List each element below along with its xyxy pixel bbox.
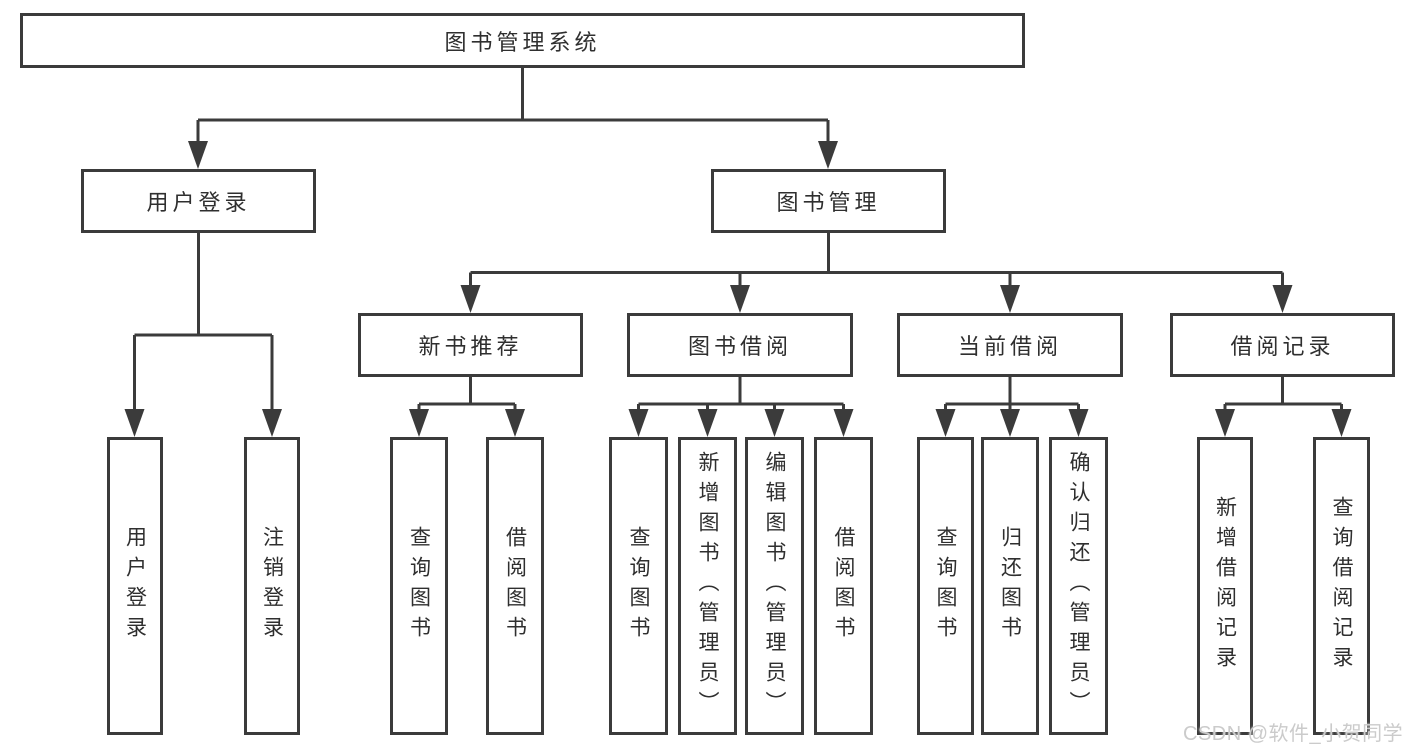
leaf-cb-return-books: 归还图书 — [981, 437, 1039, 735]
leaf-cb-confirm-return-admin: 确认归还（管理员） — [1049, 437, 1108, 735]
node-root: 图书管理系统 — [20, 13, 1025, 68]
node-book-management: 图书管理 — [711, 169, 946, 233]
node-current-borrow: 当前借阅 — [897, 313, 1123, 377]
leaf-cb-query-books: 查询图书 — [917, 437, 974, 735]
leaf-br-add-record: 新增借阅记录 — [1197, 437, 1253, 735]
leaf-nbr-borrow-books: 借阅图书 — [486, 437, 544, 735]
leaf-bb-edit-books-admin: 编辑图书（管理员） — [745, 437, 804, 735]
leaf-bb-add-books-admin: 新增图书（管理员） — [678, 437, 737, 735]
node-book-borrow: 图书借阅 — [627, 313, 853, 377]
leaf-bb-query-books: 查询图书 — [609, 437, 668, 735]
node-borrow-records: 借阅记录 — [1170, 313, 1395, 377]
leaf-user-login: 用户登录 — [107, 437, 163, 735]
leaf-br-query-record: 查询借阅记录 — [1313, 437, 1370, 735]
leaf-logout: 注销登录 — [244, 437, 300, 735]
leaf-bb-borrow-books: 借阅图书 — [814, 437, 873, 735]
csdn-watermark: CSDN @软件_小贺同学 — [1183, 723, 1404, 745]
node-user-login: 用户登录 — [81, 169, 316, 233]
node-new-book-recommend: 新书推荐 — [358, 313, 583, 377]
leaf-nbr-query-books: 查询图书 — [390, 437, 448, 735]
